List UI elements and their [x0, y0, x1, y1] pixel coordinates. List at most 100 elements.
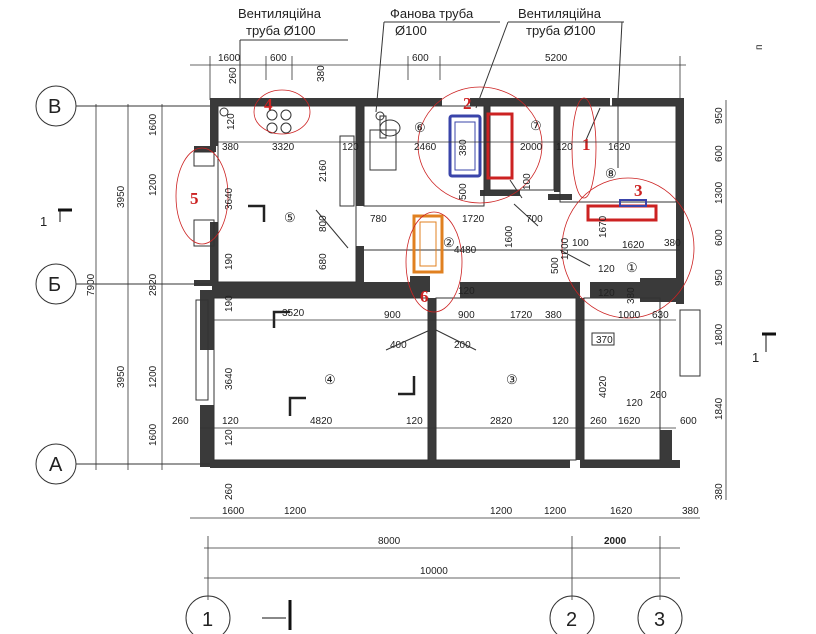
stove-burner	[280, 109, 292, 121]
svg-text:п: п	[754, 45, 765, 50]
svg-text:120: 120	[222, 416, 239, 427]
svg-text:2820: 2820	[148, 273, 159, 296]
axis-label-1: 1	[202, 609, 213, 631]
axis-label-2: 2	[566, 609, 577, 631]
marker-3: 3	[634, 181, 643, 200]
room-8: ⑧	[605, 166, 617, 181]
svg-text:380: 380	[682, 506, 699, 517]
section-mark-right: 1	[752, 350, 759, 365]
markers: 4 5 2 1 3 6	[190, 94, 643, 306]
bathtub	[448, 114, 482, 178]
svg-text:500: 500	[550, 257, 561, 274]
svg-text:100: 100	[522, 173, 533, 190]
fixtures	[193, 107, 658, 401]
red-fixture	[486, 112, 514, 180]
sink-orange	[412, 214, 444, 274]
svg-text:4480: 4480	[454, 245, 477, 256]
svg-text:380: 380	[626, 287, 637, 304]
marker-4: 4	[264, 95, 273, 114]
svg-text:190: 190	[224, 253, 235, 270]
svg-text:1200: 1200	[490, 506, 513, 517]
svg-text:120: 120	[598, 288, 615, 299]
svg-text:120: 120	[224, 429, 235, 446]
svg-text:380: 380	[545, 310, 562, 321]
svg-text:1720: 1720	[462, 214, 485, 225]
svg-text:1620: 1620	[622, 240, 645, 251]
svg-text:1600: 1600	[504, 225, 515, 248]
svg-text:1200: 1200	[544, 506, 567, 517]
svg-text:1600: 1600	[148, 113, 159, 136]
room-4: ④	[324, 372, 336, 387]
room-2: ②	[443, 235, 455, 250]
svg-text:260: 260	[172, 416, 189, 427]
bathtub-inner	[454, 121, 476, 171]
section-mark-left: 1	[40, 214, 47, 229]
svg-text:1600: 1600	[148, 423, 159, 446]
vent-left-line2: труба Ø100	[246, 23, 315, 38]
annotation-vent-left: Вентиляційна труба Ø100	[238, 6, 348, 100]
svg-text:1600: 1600	[222, 506, 245, 517]
highlight-ellipses	[175, 86, 695, 319]
dim-right-chain: 950 600 1300 600 950 1800 1840 380	[714, 100, 727, 500]
sink-orange-inner	[419, 221, 437, 267]
annotation-fan-pipe: Фанова труба Ø100	[375, 6, 500, 113]
svg-text:1720: 1720	[510, 310, 533, 321]
axis-label-3: 3	[654, 609, 665, 631]
marker-1: 1	[582, 135, 591, 154]
svg-text:120: 120	[626, 398, 643, 409]
svg-text:1200: 1200	[284, 506, 307, 517]
axis-bubbles: В Б А 1 2 3	[35, 85, 683, 634]
svg-text:1200: 1200	[148, 173, 159, 196]
svg-text:380: 380	[664, 238, 681, 249]
svg-text:1840: 1840	[714, 397, 725, 420]
svg-text:2820: 2820	[490, 416, 513, 427]
svg-text:120: 120	[598, 264, 615, 275]
svg-text:780: 780	[370, 214, 387, 225]
svg-text:800: 800	[318, 215, 329, 232]
svg-text:370: 370	[596, 335, 613, 346]
dim-inner: 380 3320 120 2460 2000 120 1620 120 2160…	[218, 113, 681, 500]
svg-text:3950: 3950	[116, 365, 127, 388]
svg-text:120: 120	[226, 113, 237, 130]
annotation-vent-right: Вентиляційна труба Ø100	[475, 6, 624, 109]
svg-text:600: 600	[412, 53, 429, 64]
svg-text:120: 120	[458, 286, 475, 297]
room-3: ③	[506, 372, 518, 387]
svg-text:3640: 3640	[224, 187, 235, 210]
section-marks: 1 1	[40, 208, 776, 630]
room-6: ⑥	[414, 120, 426, 135]
axis-bubble-2	[549, 595, 595, 634]
svg-text:1600: 1600	[218, 53, 241, 64]
svg-text:260: 260	[590, 416, 607, 427]
svg-text:200: 200	[454, 340, 471, 351]
svg-text:7900: 7900	[86, 273, 97, 296]
svg-text:630: 630	[652, 310, 669, 321]
svg-text:380: 380	[714, 483, 725, 500]
vent-left-line1: Вентиляційна	[238, 6, 322, 21]
walls	[194, 98, 684, 468]
room-1: ①	[626, 260, 638, 275]
svg-text:4820: 4820	[310, 416, 333, 427]
svg-text:600: 600	[714, 145, 725, 162]
window-left-top	[193, 151, 215, 167]
svg-text:380: 380	[458, 139, 469, 156]
room-numbers: ⑤ ⑥ ⑦ ⑧ ② ① ④ ③	[284, 118, 638, 387]
svg-text:1620: 1620	[618, 416, 641, 427]
marker-2: 2	[463, 94, 472, 113]
boiler-blue	[619, 199, 647, 207]
axis-label-V: В	[48, 96, 61, 118]
svg-text:950: 950	[714, 269, 725, 286]
svg-text:900: 900	[458, 310, 475, 321]
svg-text:1620: 1620	[610, 506, 633, 517]
svg-text:120: 120	[342, 142, 359, 153]
highlight-ellipse-2	[417, 86, 543, 204]
dim-left-chains: 3950 7900 3950 1600 1200 2820 1200 1600	[86, 104, 163, 470]
svg-text:260: 260	[224, 483, 235, 500]
highlight-ellipse-3	[561, 177, 695, 319]
svg-text:100: 100	[572, 238, 589, 249]
svg-text:3640: 3640	[224, 367, 235, 390]
svg-text:2000: 2000	[520, 142, 543, 153]
axis-label-B: Б	[48, 274, 61, 296]
svg-text:600: 600	[270, 53, 287, 64]
room-5: ⑤	[284, 210, 296, 225]
